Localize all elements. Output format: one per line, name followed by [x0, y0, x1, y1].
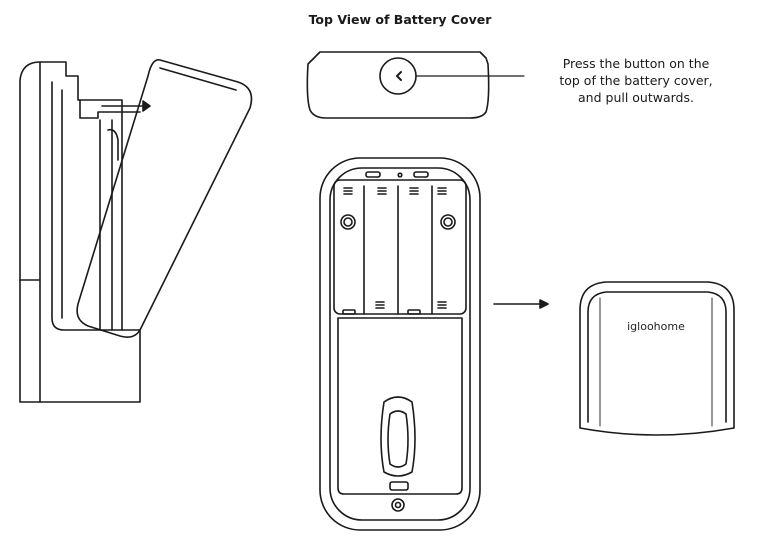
- instruction-text: Press the button on the top of the batte…: [528, 55, 744, 106]
- instruction-line: and pull outwards.: [578, 90, 694, 105]
- lock-side-view: [19, 59, 253, 403]
- battery-cover-top-view: [306, 51, 525, 119]
- lock-front-view: [319, 157, 481, 531]
- battery-cover-front-view: [579, 281, 735, 436]
- diagram-title: Top View of Battery Cover: [308, 12, 492, 27]
- brand-label: igloohome: [627, 320, 685, 333]
- direction-arrow: [493, 299, 549, 309]
- instruction-line: top of the battery cover,: [559, 73, 713, 88]
- instruction-line: Press the button on the: [562, 56, 710, 71]
